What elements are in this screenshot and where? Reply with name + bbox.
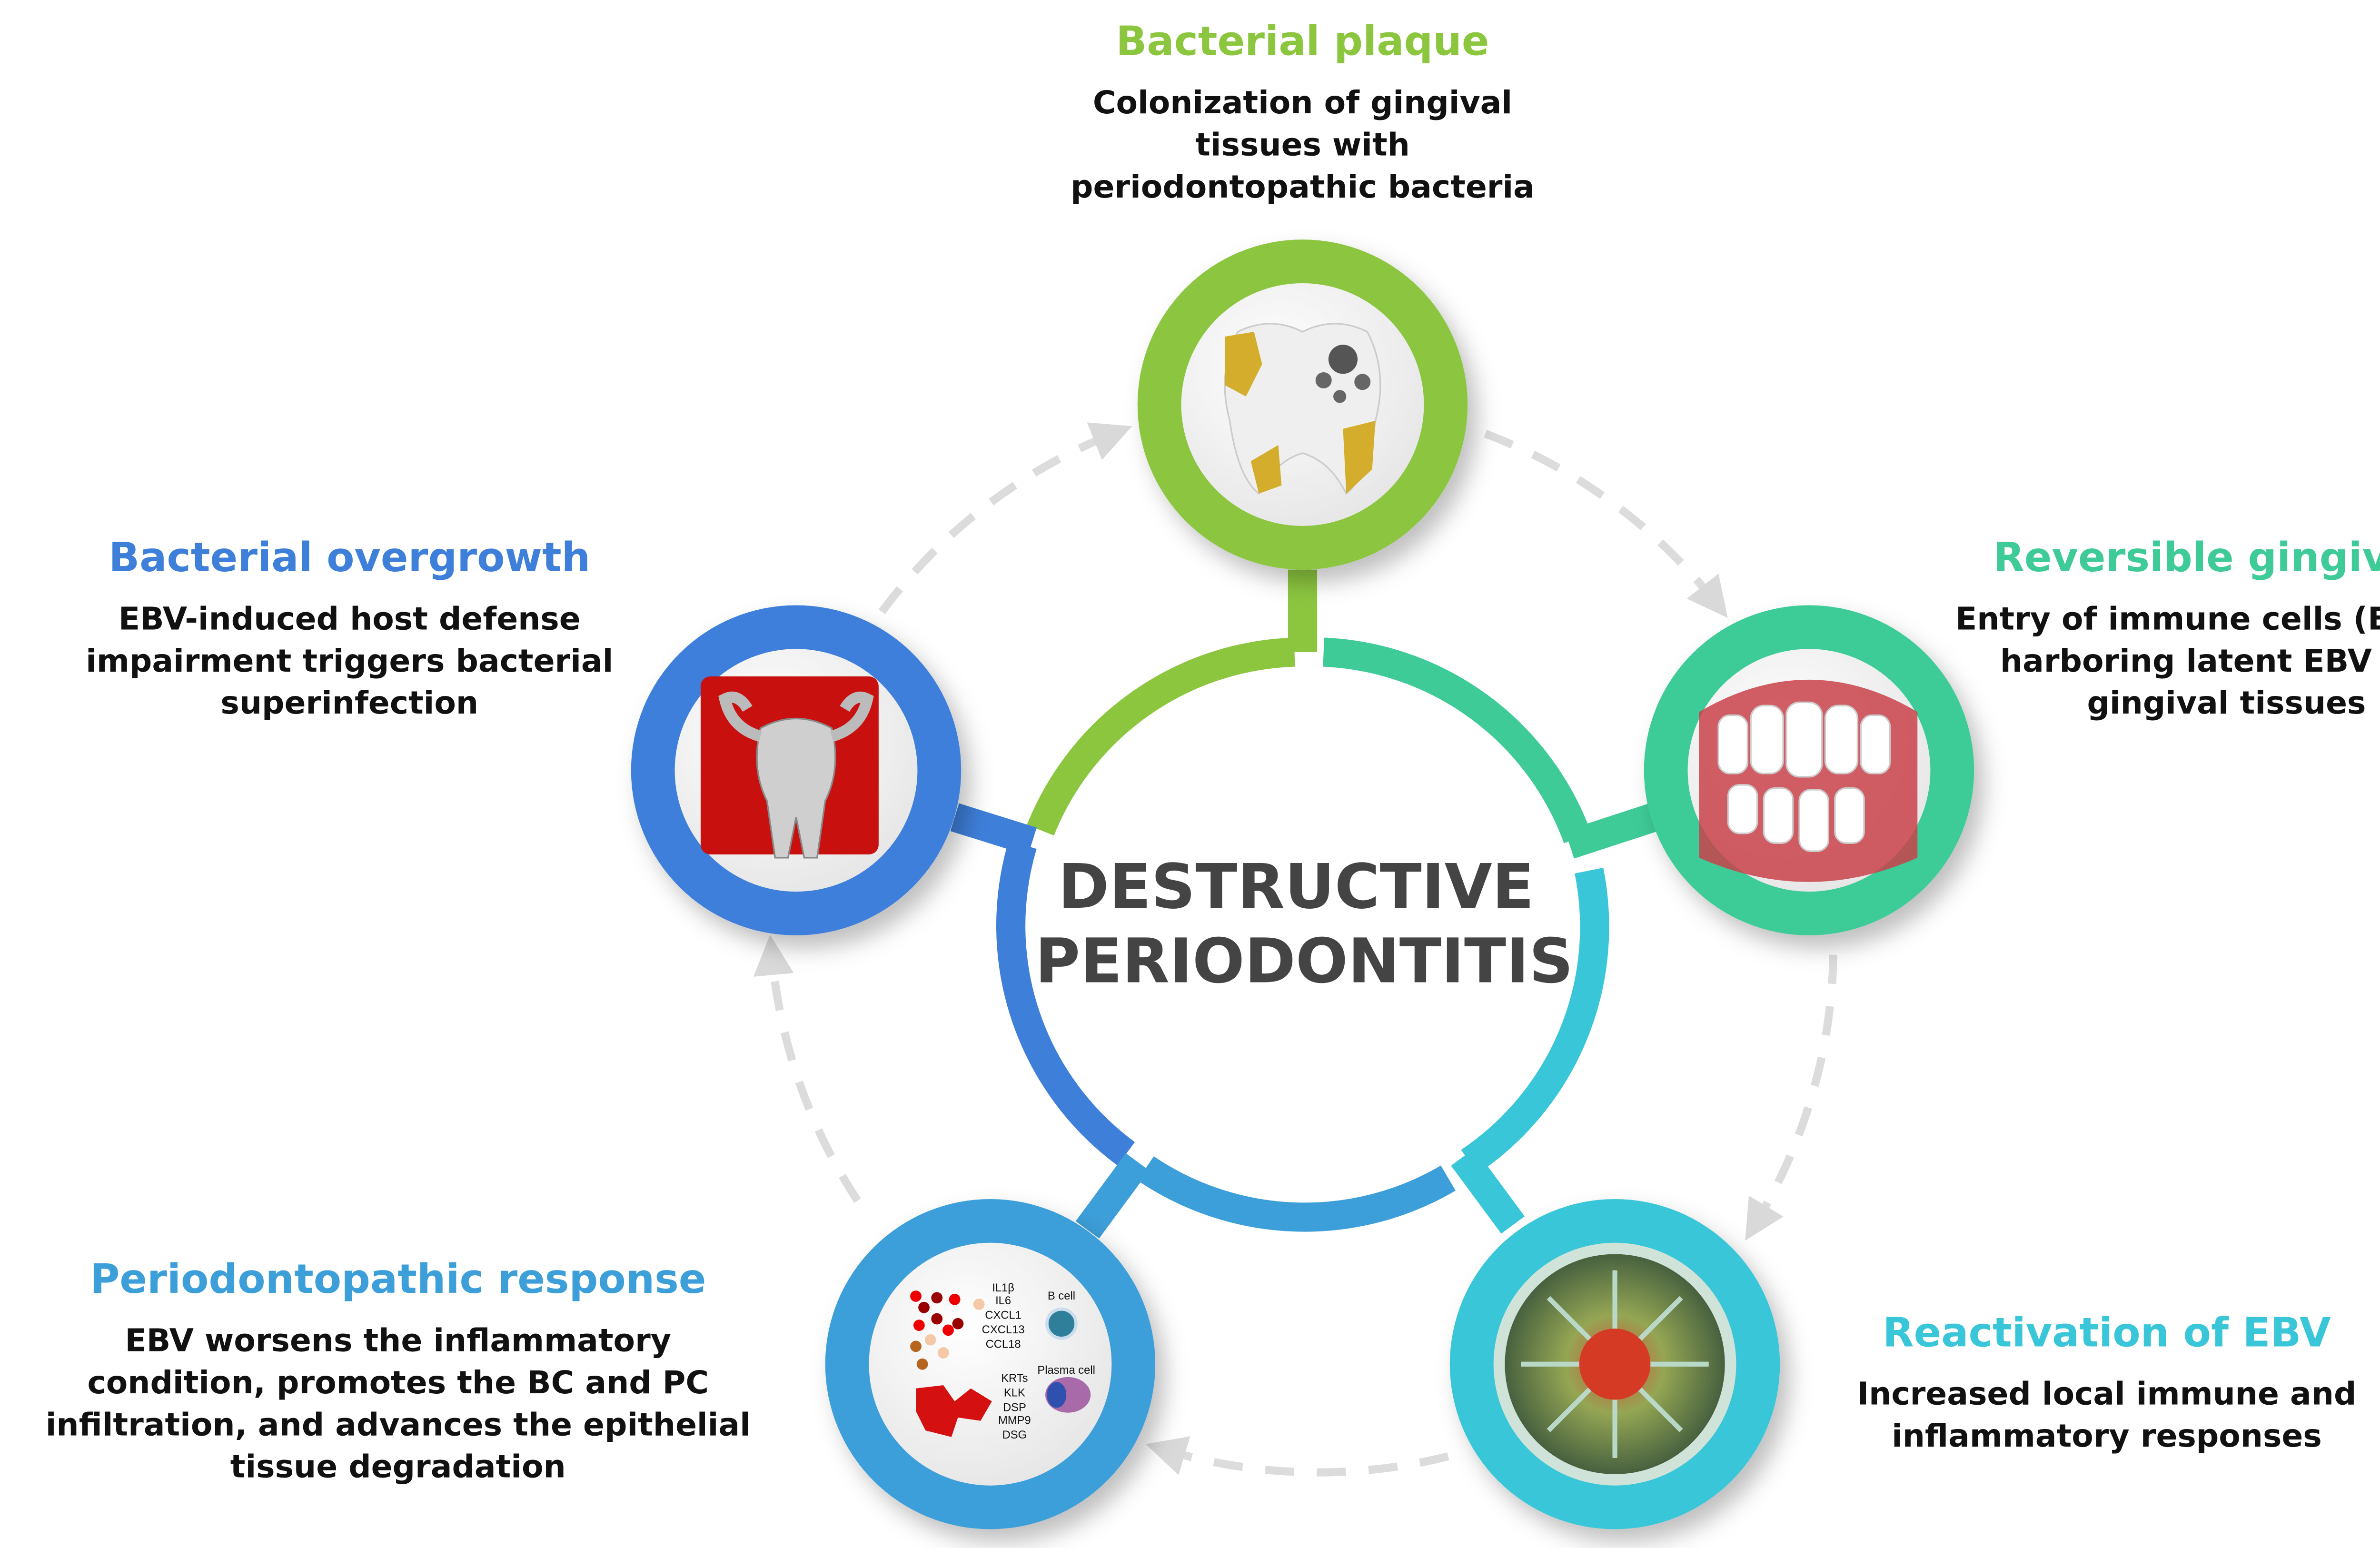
stage-reactivation-text: Reactivation of EBV Increased local immu… xyxy=(1857,1309,2357,1454)
cytokine-dots xyxy=(910,1290,985,1370)
ring-segment-overgrowth xyxy=(996,840,1135,1166)
svg-text:superinfection: superinfection xyxy=(220,684,478,721)
svg-text:CXCL1: CXCL1 xyxy=(985,1309,1021,1322)
svg-text:impairment triggers bacterial: impairment triggers bacterial xyxy=(86,642,613,679)
center-title-line2: PERIODONTITIS xyxy=(1035,925,1574,997)
svg-text:KLK: KLK xyxy=(1004,1387,1025,1399)
node-plaque xyxy=(1137,239,1468,570)
stage-gingivitis-text: Reversible gingivitis Entry of immune ce… xyxy=(1955,534,2380,721)
cycle-arrows xyxy=(753,422,1837,1477)
svg-text:tissues with: tissues with xyxy=(1195,126,1410,163)
arrow-overgrowth-to-plaque xyxy=(878,422,1132,615)
stage-title: Bacterial plaque xyxy=(1116,18,1489,65)
node-gingivitis xyxy=(1644,605,1974,935)
svg-text:CCL18: CCL18 xyxy=(986,1338,1021,1351)
node-response: IL1β IL6 CXCL1 CXCL13 CCL18 B cell Plasm… xyxy=(825,1199,1156,1529)
svg-text:B cell: B cell xyxy=(1048,1290,1075,1302)
arrow-reactivation-to-response xyxy=(1145,1436,1449,1477)
svg-text:harboring latent EBV into: harboring latent EBV into xyxy=(2000,642,2380,679)
central-ring xyxy=(950,569,1658,1239)
node-overgrowth xyxy=(631,605,962,935)
svg-text:IL6: IL6 xyxy=(995,1294,1011,1307)
svg-text:KRTs: KRTs xyxy=(1001,1372,1028,1385)
svg-text:gingival tissues: gingival tissues xyxy=(2087,684,2366,721)
cells-icon: IL1β IL6 CXCL1 CXCL13 CCL18 B cell Plasm… xyxy=(910,1281,1095,1441)
arrow-plaque-to-gingivitis xyxy=(1484,430,1728,618)
svg-text:tissue degradation: tissue degradation xyxy=(230,1448,566,1485)
stage-overgrowth-text: Bacterial overgrowth EBV-induced host de… xyxy=(86,534,613,721)
ring-segment-gingivitis xyxy=(1323,637,1592,843)
stage-response-text: Periodontopathic response EBV worsens th… xyxy=(46,1256,751,1485)
svg-text:condition, promotes the BC and: condition, promotes the BC and PC xyxy=(88,1364,709,1401)
stage-title: Reactivation of EBV xyxy=(1883,1309,2331,1356)
svg-text:EBV worsens the inflammatory: EBV worsens the inflammatory xyxy=(125,1322,671,1359)
arrow-gingivitis-to-reactivation xyxy=(1745,954,1837,1241)
ring-segment-response xyxy=(1137,1156,1456,1232)
svg-text:EBV-induced host defense: EBV-induced host defense xyxy=(119,600,581,637)
center-title-line1: DESTRUCTIVE xyxy=(1058,851,1534,923)
svg-text:inflammatory responses: inflammatory responses xyxy=(1892,1417,2322,1454)
node-reactivation xyxy=(1449,1199,1780,1529)
svg-text:Colonization of gingival: Colonization of gingival xyxy=(1093,84,1512,121)
virus-icon xyxy=(1505,1254,1725,1474)
svg-text:MMP9: MMP9 xyxy=(998,1414,1031,1427)
svg-text:infiltration, and advances the: infiltration, and advances the epithelia… xyxy=(46,1406,751,1443)
stage-title: Reversible gingivitis xyxy=(1993,534,2380,581)
svg-text:DSP: DSP xyxy=(1003,1401,1026,1414)
arrow-response-to-overgrowth xyxy=(753,934,861,1203)
svg-text:Plasma cell: Plasma cell xyxy=(1037,1364,1095,1377)
stage-plaque-text: Bacterial plaque Colonization of gingiva… xyxy=(1071,18,1535,205)
ring-segment-plaque xyxy=(1027,637,1295,836)
svg-text:periodontopathic bacteria: periodontopathic bacteria xyxy=(1071,168,1535,205)
svg-text:IL1β: IL1β xyxy=(992,1281,1014,1294)
tooth-plaque-icon xyxy=(1224,323,1381,495)
center-circle xyxy=(1037,670,1568,1201)
ring-segment-reactivation xyxy=(1461,867,1609,1174)
stage-title: Bacterial overgrowth xyxy=(109,534,590,581)
strong-tooth-icon xyxy=(700,676,879,859)
stage-title: Periodontopathic response xyxy=(90,1256,706,1303)
svg-text:DSG: DSG xyxy=(1002,1429,1027,1441)
svg-text:CXCL13: CXCL13 xyxy=(982,1323,1025,1336)
gingivitis-teeth-icon xyxy=(1699,679,1918,882)
svg-text:Entry of immune cells (B cells: Entry of immune cells (B cells) xyxy=(1955,600,2380,637)
svg-text:Increased local immune and: Increased local immune and xyxy=(1857,1375,2357,1412)
